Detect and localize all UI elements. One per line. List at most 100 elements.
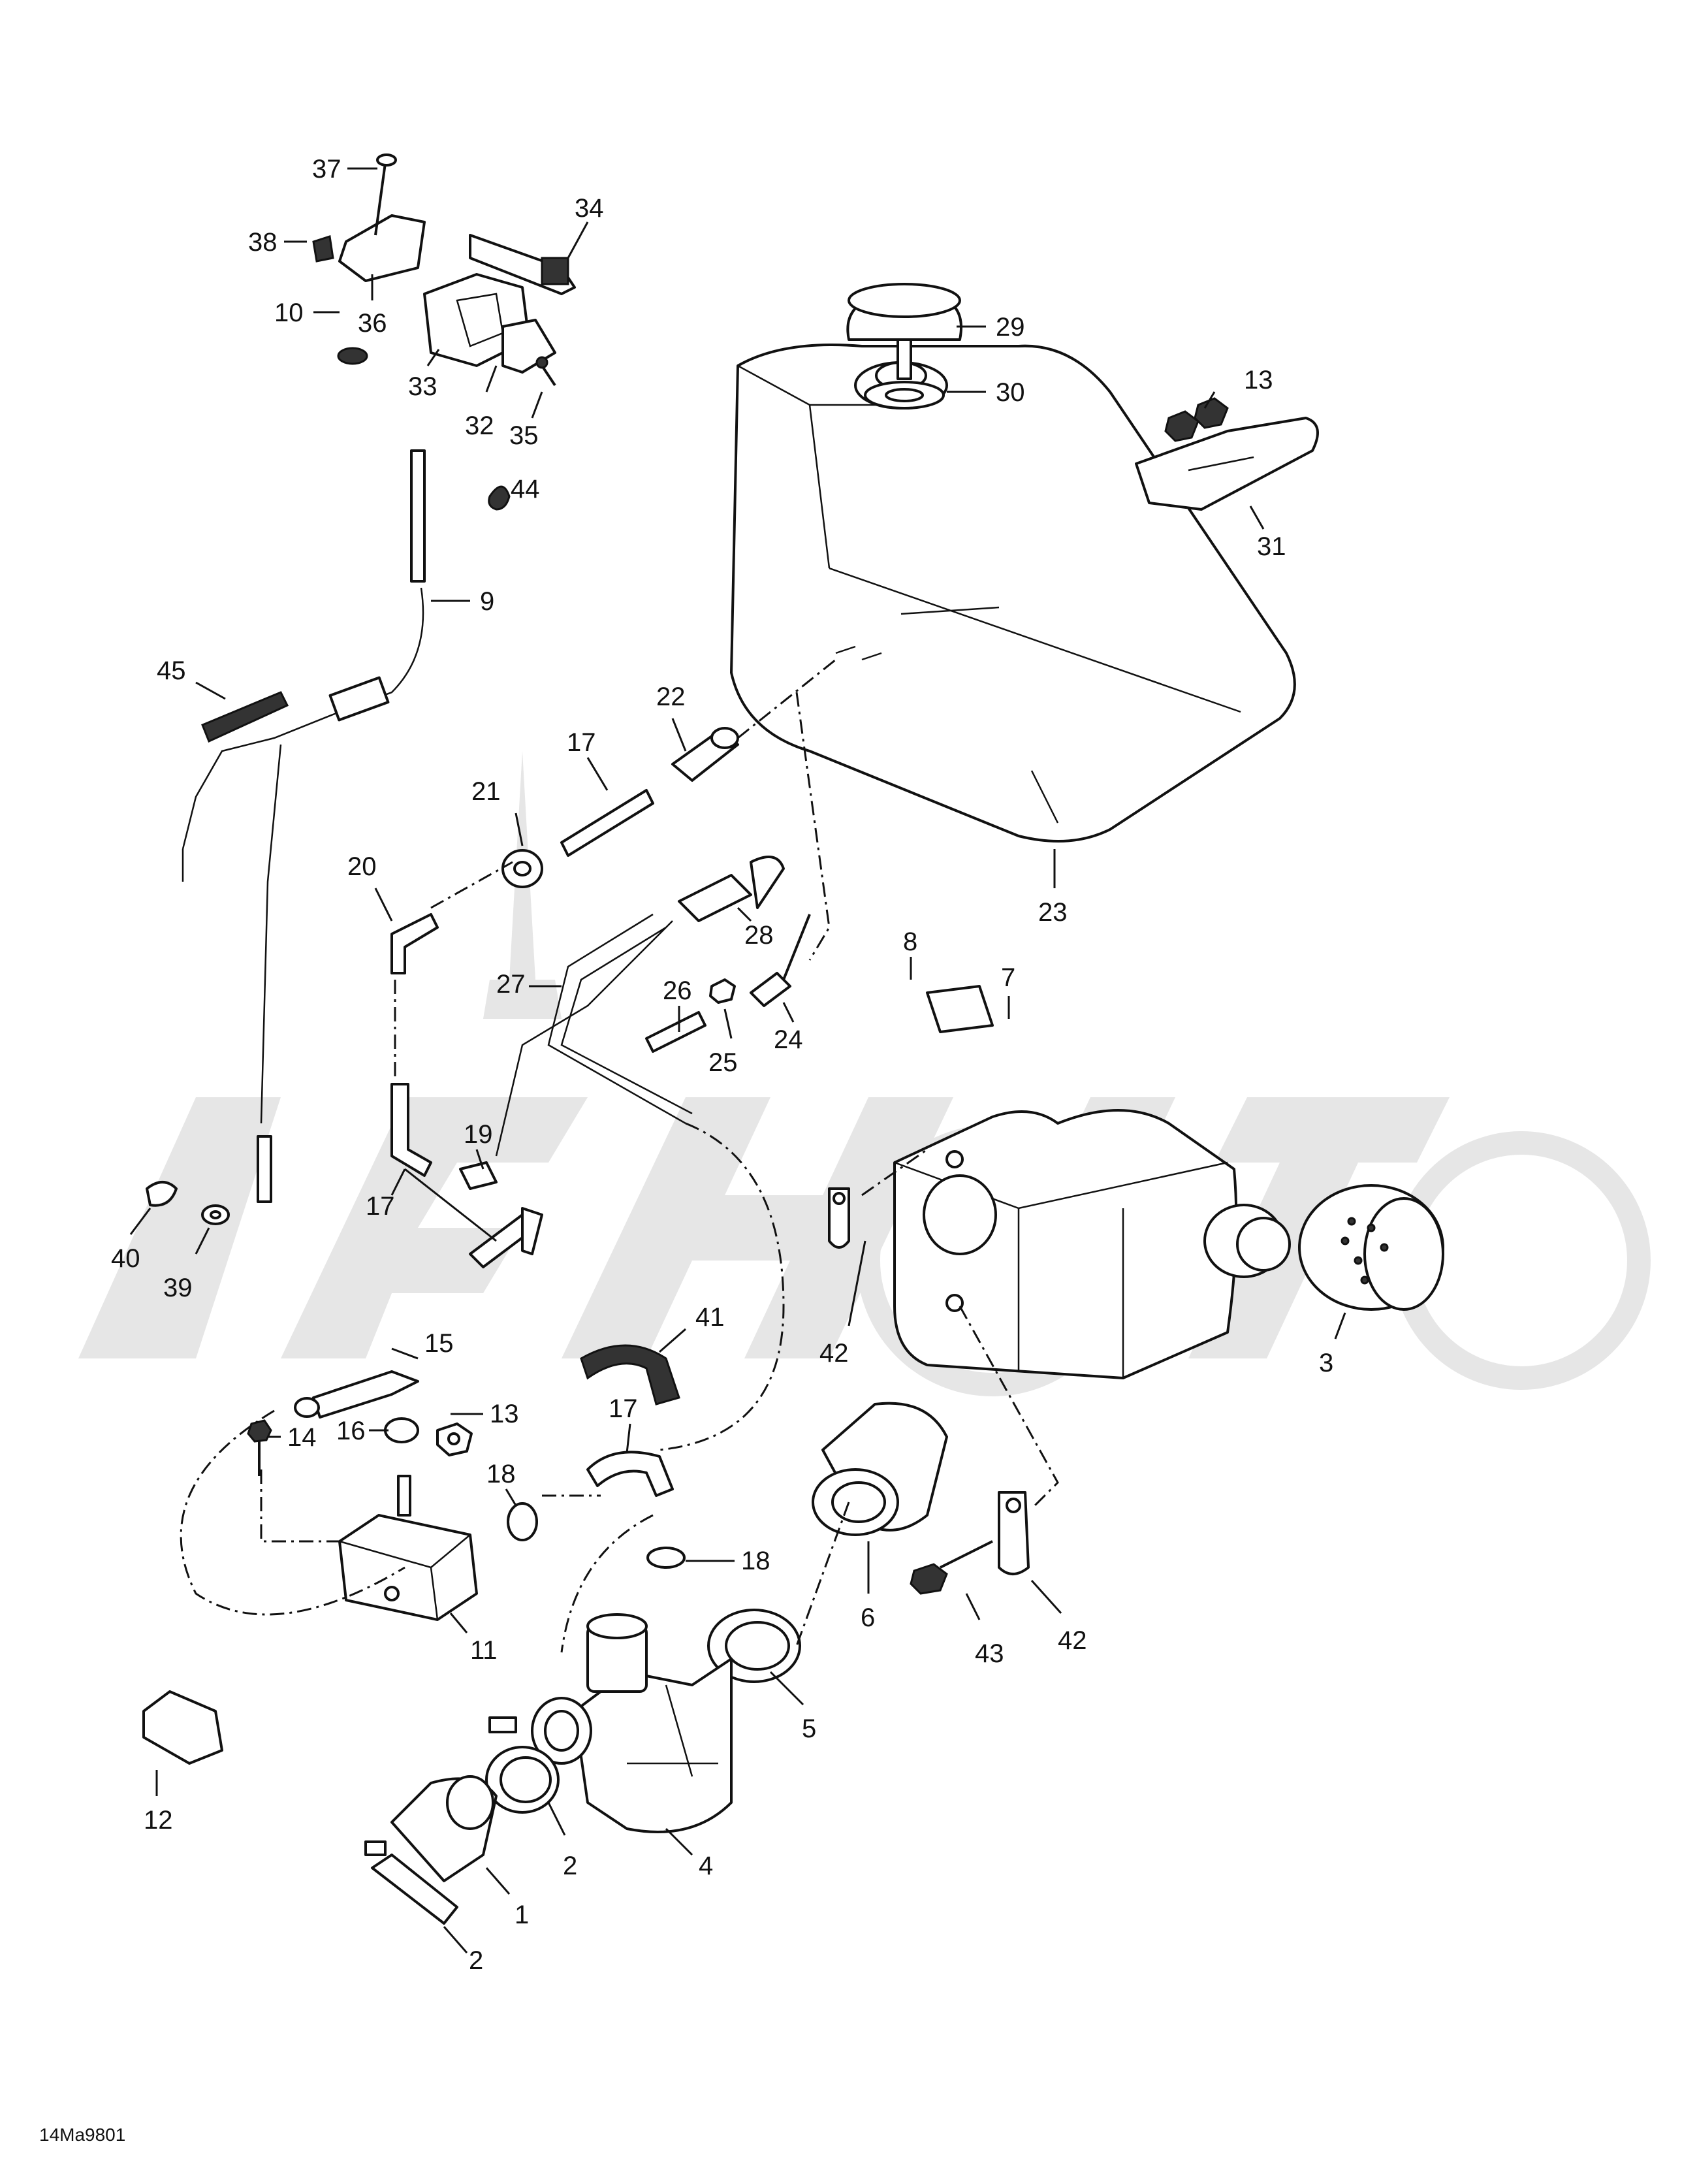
fitting-nut [709,978,736,1004]
callout-38: 38 [248,228,278,257]
air-filter [1298,1184,1444,1311]
callout-40: 40 [111,1244,140,1273]
cap-gasket [864,381,945,410]
impulse-hose [294,1370,419,1419]
bracket-screw [374,153,397,236]
vent-valve [678,856,785,922]
fuel-pump [338,1475,478,1621]
short-hose [645,1011,706,1053]
tank-fitting [750,914,811,1007]
callout-16: 16 [336,1417,366,1445]
hose-clamp-b [646,1547,686,1569]
hose-clamp-a [507,1502,538,1541]
hose-clamp [384,1417,419,1443]
callout-32: 32 [465,411,494,440]
callout-30: 30 [996,378,1025,407]
fuel-hose-middle [390,1083,543,1268]
diagram-code: 14Ma9801 [39,2125,125,2145]
callout-17-lower: 17 [609,1394,638,1423]
callout-44: 44 [511,475,540,504]
callout-26: 26 [663,976,692,1005]
grommet [488,485,511,511]
callout-18-left: 18 [486,1460,516,1488]
callout-1: 1 [515,1901,529,1929]
carburetor [531,1613,733,1833]
callout-35: 35 [509,421,539,450]
hose-clip-lower [998,1491,1030,1575]
callout-labels: 37 38 36 10 33 32 35 34 44 9 45 29 30 13… [111,155,1346,1975]
washer [201,1204,230,1225]
callout-15: 15 [424,1329,454,1358]
tank-grommet [501,849,543,888]
callout-29: 29 [996,313,1025,342]
callout-34: 34 [575,194,604,223]
callout-12: 12 [144,1806,173,1835]
intake-adaptor [812,1402,948,1536]
callout-37: 37 [312,155,341,184]
tee-fitting [459,1161,498,1190]
callout-5: 5 [802,1714,816,1743]
callout-11: 11 [470,1636,498,1665]
nut [436,1422,473,1456]
callout-21: 21 [471,777,501,806]
callout-42-upper: 42 [819,1339,849,1368]
callout-22: 22 [656,682,686,711]
elbow-fitting [390,913,439,974]
callout-23: 23 [1038,898,1068,927]
callout-43: 43 [975,1639,1004,1668]
fuel-hose-coiled [580,1344,680,1405]
callout-13-upper: 13 [1244,366,1273,394]
callout-39: 39 [163,1274,193,1302]
callout-33: 33 [408,372,437,401]
manifold-clamp [364,1840,458,1925]
retaining-clip [146,1181,178,1207]
callout-7: 7 [1001,963,1015,992]
callout-2-lower: 2 [469,1946,483,1975]
callout-28: 28 [744,921,774,950]
callout-9: 9 [480,587,494,616]
callout-24: 24 [774,1025,803,1054]
callout-17-upper: 17 [567,728,596,757]
intake-manifold [390,1775,498,1882]
callout-13-lower: 13 [490,1400,519,1428]
callout-3: 3 [1319,1349,1333,1377]
callout-20: 20 [347,852,377,881]
callout-27: 27 [496,970,526,999]
callout-19: 19 [464,1120,493,1149]
hose-clip-upper [828,1187,850,1249]
callout-17-middle: 17 [366,1192,395,1221]
fuel-hose-upper [560,789,654,857]
screw [910,1540,993,1595]
callout-10: 10 [274,298,304,327]
fuel-hose-lower [586,1451,674,1497]
callout-25: 25 [708,1048,738,1077]
decal [926,985,994,1033]
callout-45: 45 [157,656,186,685]
callout-42-lower: 42 [1058,1626,1087,1655]
cable-clip [469,234,576,295]
lever-nut [337,347,368,365]
callout-41: 41 [695,1303,725,1332]
pump-screw [247,1419,272,1476]
tank-mounting-bracket [1135,397,1319,511]
lever-screw [535,356,556,387]
callout-31: 31 [1257,532,1286,561]
lever-bracket [338,214,426,282]
callout-4: 4 [699,1852,713,1880]
connection-lines [180,658,1059,1653]
choke-cable [182,449,426,1203]
callout-18-right: 18 [741,1547,770,1575]
vent-tube [495,913,693,1157]
callout-2-upper: 2 [563,1852,577,1880]
callout-8: 8 [903,927,917,956]
callout-36: 36 [358,309,387,338]
carb-clamp [485,1716,560,1814]
fuel-cap [846,283,962,380]
clip [312,235,334,263]
air-silencer-box [893,1109,1291,1379]
callout-14: 14 [287,1423,317,1452]
cable-bracket [142,1690,223,1765]
cable-sleeve [201,691,289,743]
fuel-valve [671,727,739,782]
